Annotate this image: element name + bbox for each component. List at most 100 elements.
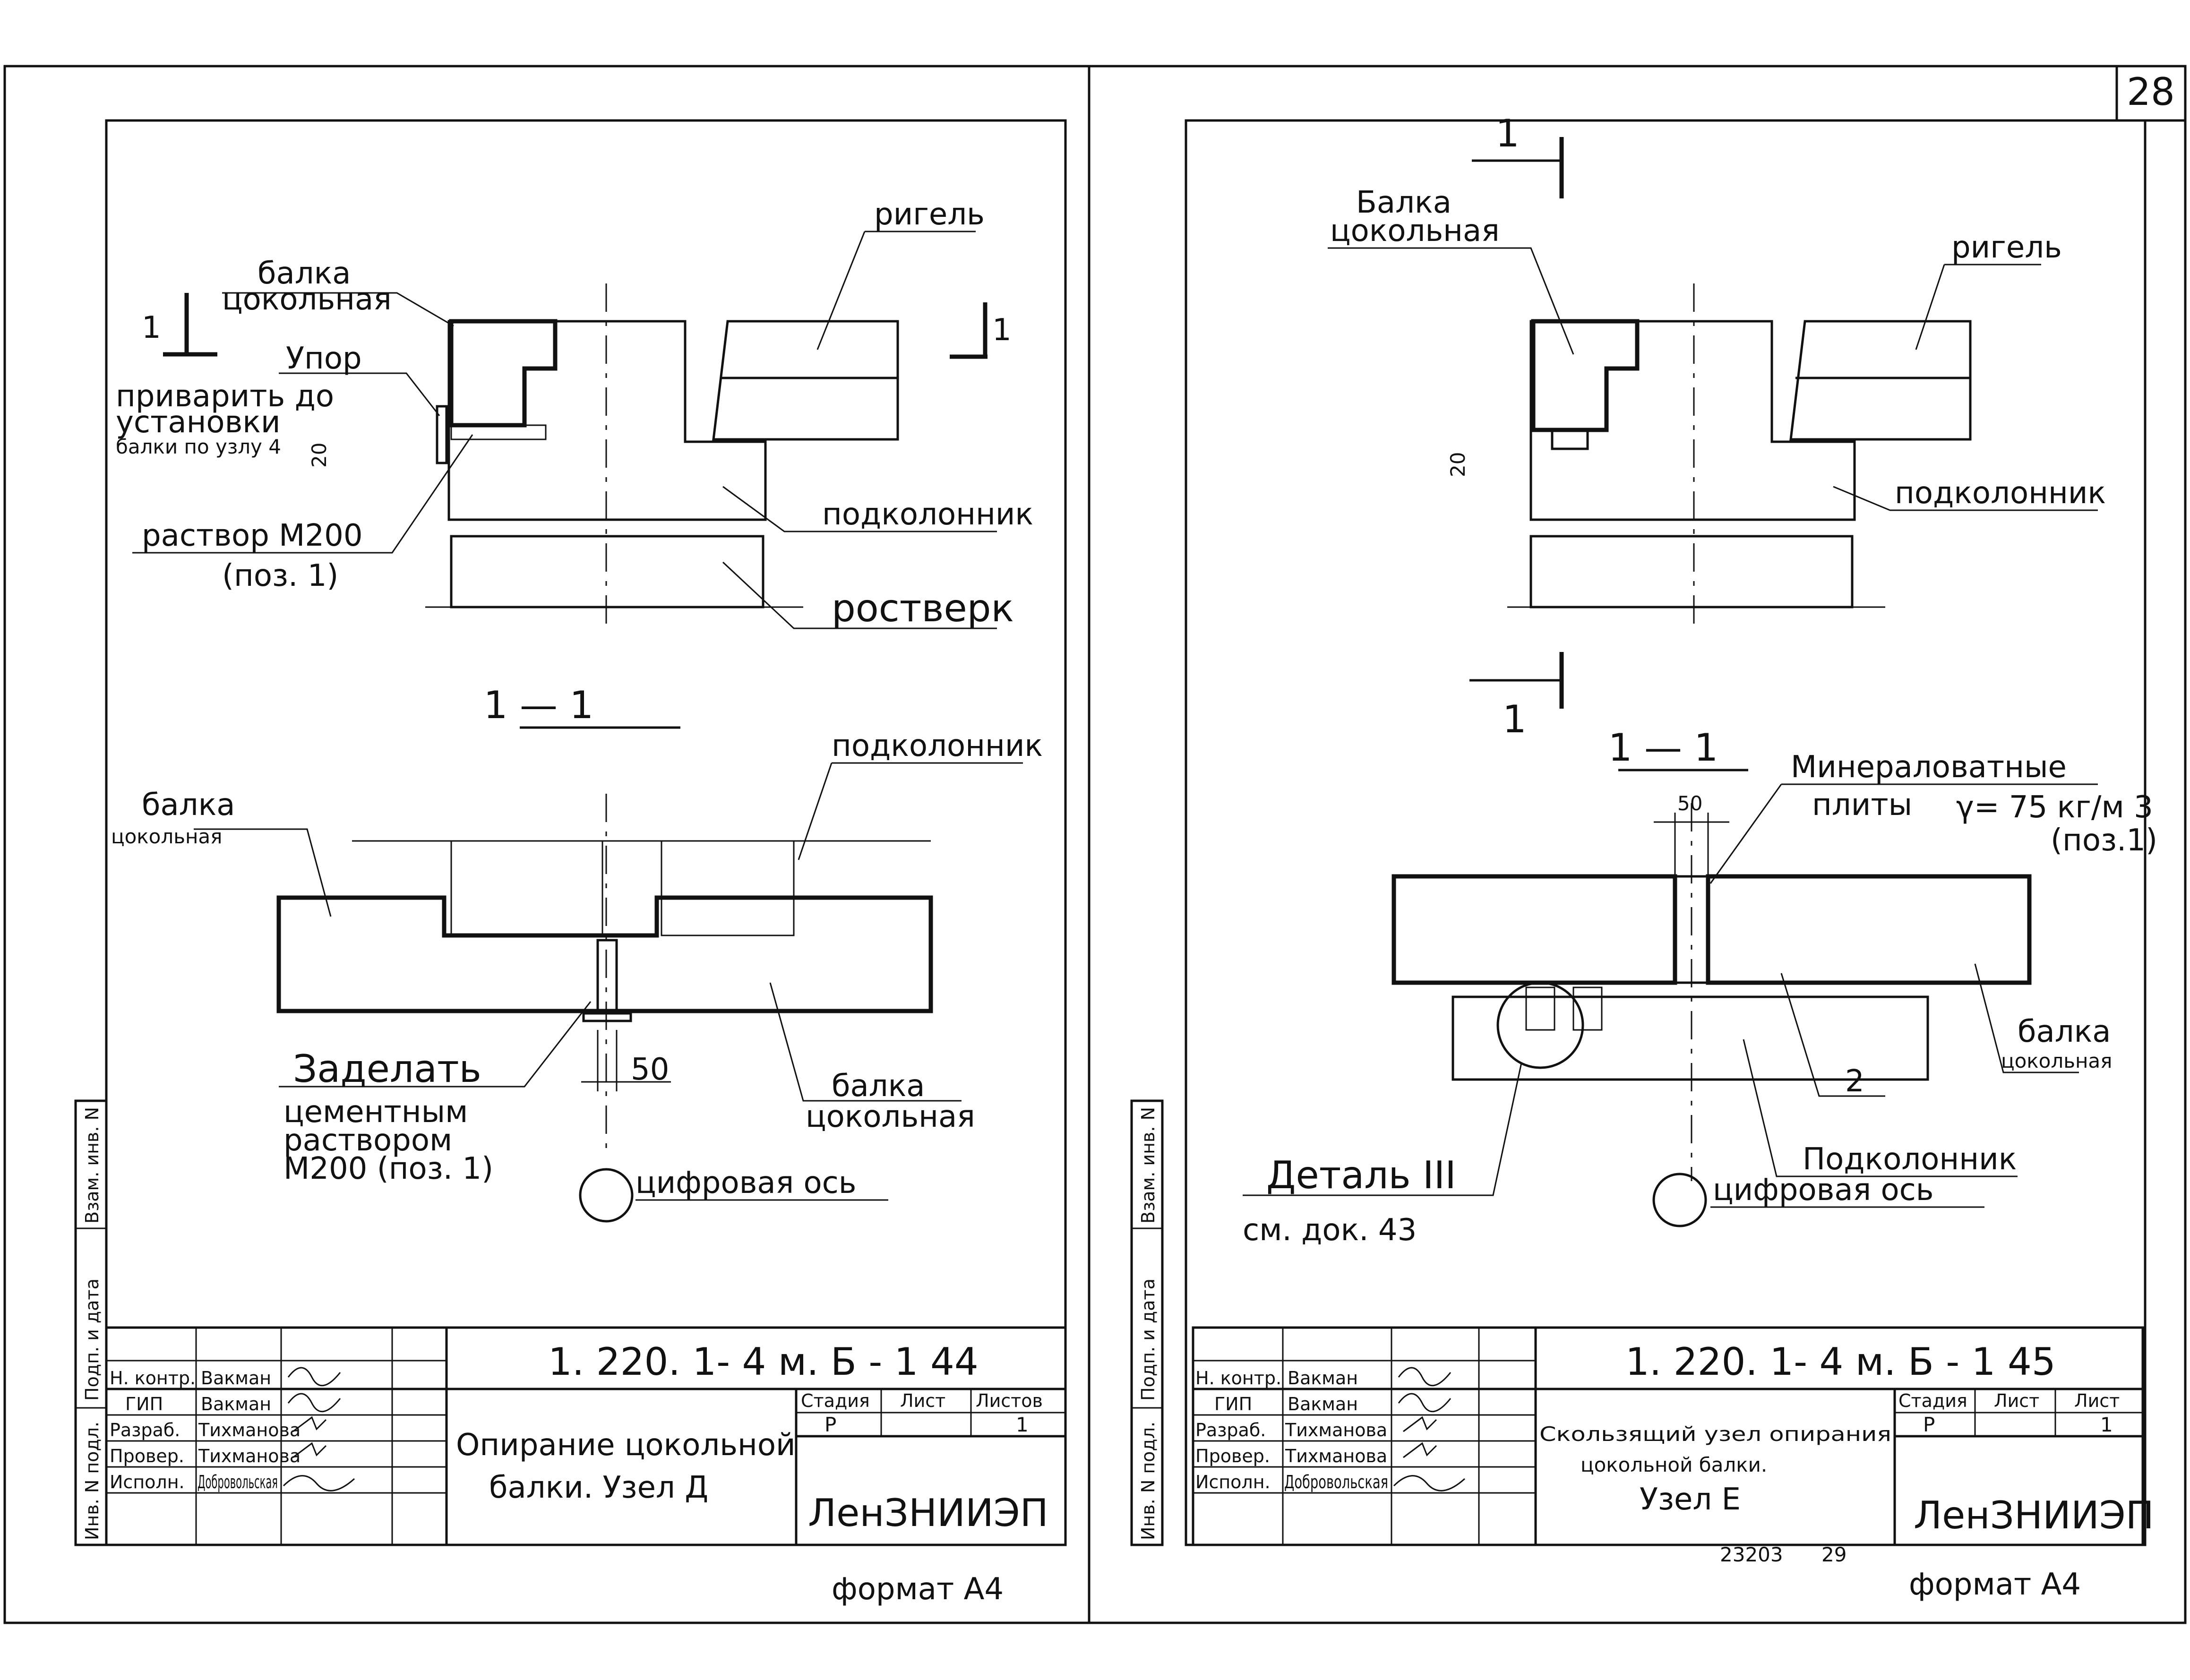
left-tb-name-4: Тихманова (198, 1446, 301, 1466)
right-tb-sheet-h: Лист (1994, 1390, 2039, 1411)
left-title-block: 1. 220. 1- 4 м. Б - 1 44 Опирание цоколь… (105, 1326, 1067, 1546)
left-label-seal-4: М200 (поз. 1) (283, 1151, 493, 1186)
right-signature-5 (1393, 1475, 1466, 1491)
right-tb-role-3: Разраб. (1195, 1420, 1266, 1440)
right-label-beam-b: цокольная (1330, 214, 1500, 249)
right-tb-sheets-h: Лист (2074, 1390, 2120, 1411)
right-label-mineral-2: плиты (1812, 788, 1912, 823)
right-inv-number: 23203 (1720, 1543, 1783, 1566)
right-section-title: 1 — 1 (1608, 726, 1718, 770)
right-leader-rigel (1915, 264, 2041, 350)
right-tb-title-3: Узел Е (1640, 1482, 1741, 1517)
left-leader-beam-3 (769, 982, 962, 1102)
right-label-axis: цифровая ось (1713, 1173, 1934, 1208)
left-label-mortar: раствор М200 (142, 518, 363, 553)
left-side-stamp: Инв. N подл. Подп. и дата Взам. инв. N (74, 1099, 108, 1546)
right-tb-role-2: ГИП (1214, 1394, 1252, 1414)
left-seal-plate (582, 1012, 632, 1022)
right-label-mineral-pos: (поз.1) (2051, 823, 2157, 858)
left-side-label-3: Взам. инв. N (82, 1107, 103, 1224)
right-beam-section-left (1391, 874, 1677, 985)
left-stop-plate (436, 405, 448, 464)
left-label-subcolumn: подколонник (822, 497, 1033, 532)
right-tb-role-1: Н. контр. (1195, 1368, 1281, 1389)
right-tb-stage: Р (1923, 1413, 1935, 1436)
left-label-beam-a: балка (258, 256, 351, 291)
right-label-beam-a: Балка (1356, 185, 1451, 220)
right-section-drawing (1391, 803, 2032, 1181)
right-drawing-frame (1185, 119, 2147, 1546)
right-tb-name-5: Добровольская (1284, 1472, 1388, 1492)
left-signature-1 (287, 1367, 341, 1387)
left-signature-4 (292, 1442, 327, 1458)
left-leader-beam-2 (194, 828, 332, 917)
left-side-label-2: Подп. и дата (82, 1278, 103, 1401)
right-title-block: 1. 220. 1- 4 м. Б - 1 45 Скользящий узел… (1192, 1326, 2154, 1546)
page-number-box (2115, 65, 2187, 122)
left-leader-beam (222, 292, 454, 327)
right-leader-mineral (1709, 784, 1782, 884)
right-leader-detail (1243, 1063, 1522, 1196)
right-slide-bearing (1551, 429, 1589, 450)
right-grillage (1529, 535, 1854, 609)
right-cut-label-a: 1 (1495, 111, 1520, 155)
left-label-rigel: ригель (874, 197, 985, 232)
left-side-label-1: Инв. N подл. (82, 1422, 103, 1540)
right-signature-1 (1398, 1367, 1451, 1387)
left-label-dim-20: 20 (308, 443, 331, 468)
right-tb-name-3: Тихманова (1285, 1420, 1387, 1440)
right-side-label-2: Подп. и дата (1138, 1278, 1159, 1401)
left-signature-2 (287, 1393, 341, 1413)
left-format: формат А4 (832, 1572, 1004, 1607)
left-label-beam-2b: цокольная (111, 825, 222, 848)
right-rigel (1789, 320, 1972, 441)
right-format: формат А4 (1909, 1567, 2081, 1602)
left-label-axis: цифровая ось (636, 1166, 857, 1200)
right-sheet: 1 1 Балка цокольная ригель 20 подколонни… (1130, 111, 2157, 1602)
left-subcolumn-outline (447, 320, 767, 521)
right-sheet-border (1088, 65, 2187, 1624)
right-tb-title-2: цокольной балки. (1580, 1453, 1767, 1476)
left-grillage (450, 535, 764, 609)
right-label-subcolumn-2: Подколонник (1803, 1142, 2017, 1177)
right-bearing-a (1525, 986, 1555, 1031)
right-leader-subcolumn-2 (1743, 1039, 2018, 1177)
left-label-weld-3: балки по узлу 4 (116, 435, 281, 458)
right-side-label-3: Взам. инв. N (1138, 1107, 1159, 1224)
left-sheet: 1 1 балка цокольная ригель Упор приварит… (74, 119, 1067, 1607)
left-leader-mortar (132, 434, 473, 554)
left-tb-code: 1. 220. 1- 4 м. Б - 1 44 (548, 1340, 979, 1384)
left-tb-title-1: Опирание цокольной (456, 1428, 796, 1463)
left-signature-5 (283, 1475, 355, 1491)
right-page-2: 29 (1821, 1543, 1846, 1566)
left-tb-role-4: Провер. (110, 1446, 184, 1466)
left-subcolumn-section-b (661, 840, 795, 936)
left-label-mortar-pos: (поз. 1) (222, 558, 338, 593)
left-rigel (712, 320, 899, 441)
right-label-beam-c: балка (2018, 1014, 2111, 1049)
right-label-mineral-1: Минераловатные (1791, 750, 2067, 785)
left-tb-role-1: Н. контр. (110, 1368, 196, 1389)
left-tb-name-2: Вакман (201, 1394, 271, 1414)
right-tb-stage-h: Стадия (1898, 1390, 1967, 1411)
left-tb-name-3: Тихманова (198, 1420, 301, 1440)
left-cut-label-b: 1 (992, 313, 1012, 348)
right-tb-title-1: Скользящий узел опирания (1539, 1423, 1891, 1446)
left-label-seal-3: раствором (283, 1123, 452, 1158)
right-tb-code: 1. 220. 1- 4 м. Б - 1 45 (1625, 1340, 2056, 1384)
left-label-weld-1: приварить до (116, 379, 334, 414)
left-tb-title-2: балки. Узел Д (489, 1470, 708, 1505)
left-tb-org: ЛенЗНИИЭП (808, 1491, 1048, 1535)
right-label-beam-d: цокольная (2001, 1049, 2112, 1072)
left-section-title: 1 — 1 (484, 683, 594, 727)
right-label-dim-20: 20 (1446, 452, 1469, 477)
right-leader-subcolumn (1833, 486, 2098, 511)
left-label-seal-1: Заделать (293, 1047, 481, 1091)
right-bearing-b (1572, 986, 1603, 1031)
right-leader-beam (1328, 247, 1574, 355)
right-leader-beam-cd (1974, 963, 2079, 1073)
left-tb-sheets-h: Листов (976, 1390, 1043, 1411)
left-drawing-frame (105, 119, 1067, 1546)
left-mortar-layer (450, 424, 547, 440)
right-cut-label-b: 1 (1503, 697, 1527, 741)
